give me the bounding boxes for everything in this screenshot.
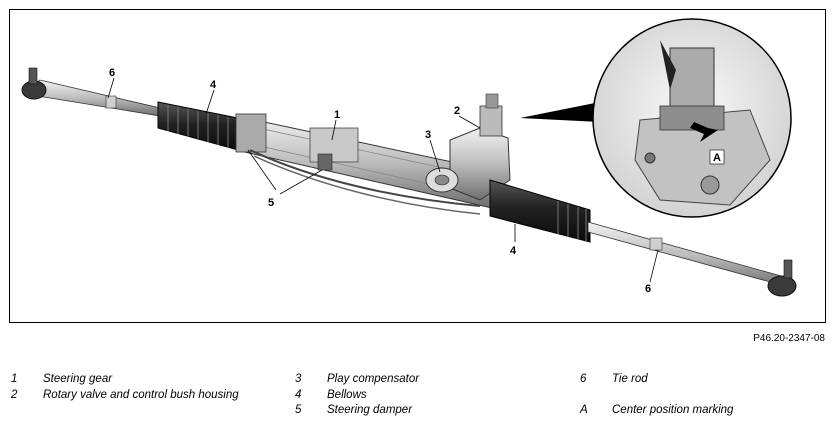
legend-label: Center position marking (612, 404, 734, 416)
callout-3: 3 (425, 129, 431, 141)
legend-label: Bellows (327, 389, 367, 401)
callout-6-right: 6 (645, 283, 651, 295)
detail-inset (592, 18, 792, 218)
tie-rod-left (21, 67, 161, 117)
legend-number: 1 (11, 373, 18, 385)
legend-number: 2 (11, 389, 18, 401)
legend-number: 4 (295, 389, 302, 401)
callout-1: 1 (334, 109, 340, 121)
bellows-right (489, 179, 591, 243)
figure-reference: P46.20-2347-08 (753, 333, 825, 344)
callout-4-right: 4 (510, 245, 517, 257)
legend-label: Steering damper (327, 404, 413, 416)
bellows-left (157, 101, 239, 151)
callout-A: A (713, 152, 721, 164)
legend-label: Steering gear (43, 373, 113, 385)
callout-labels: 6 4 1 2 3 5 4 6 A (109, 67, 725, 295)
legend-number: 5 (295, 404, 302, 416)
steering-gear-illustration: 6 4 1 2 3 5 4 6 A (21, 18, 797, 297)
callout-4-left: 4 (210, 79, 217, 91)
figure-frame: 6 4 1 2 3 5 4 6 A (9, 9, 826, 323)
leader-lines (107, 77, 659, 283)
legend-label: Tie rod (612, 373, 648, 385)
legend-number: 3 (295, 373, 302, 385)
zoom-wedge (520, 102, 600, 122)
callout-5: 5 (268, 197, 274, 209)
legend-label: Play compensator (327, 373, 420, 385)
tie-rod-right (587, 221, 797, 297)
legend-label: Rotary valve and control bush housing (43, 389, 239, 401)
callout-6-left: 6 (109, 67, 115, 79)
callout-2: 2 (454, 105, 460, 117)
legend-number: A (580, 404, 588, 416)
legend-number: 6 (580, 373, 587, 385)
